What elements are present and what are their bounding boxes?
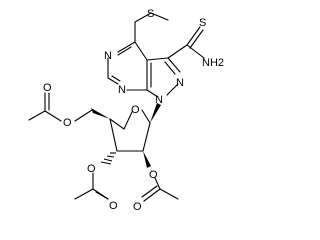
atom-o-3prime: O	[87, 163, 96, 175]
atom-o-5prime: O	[63, 117, 72, 129]
atom-n-pyrimidine-bottom: N	[118, 84, 126, 96]
acetate-2prime-bonds	[141, 177, 179, 202]
acetate-5prime-bonds	[28, 92, 93, 122]
atom-s-methylthio: S	[147, 8, 154, 20]
atom-n-pyrazole-n1: N	[155, 94, 163, 106]
atom-n-pyrazole: N	[176, 77, 184, 89]
stereo-wedge-bonds	[91, 103, 161, 168]
atom-o-5prime-carbonyl: O	[43, 82, 52, 94]
chemical-structure-diagram: S N N N N S NH2 O O O O O O O	[28, 8, 224, 213]
atom-s-thioamide: S	[199, 17, 206, 29]
atom-o-2prime: O	[149, 169, 158, 181]
atom-o-2prime-carbonyl: O	[133, 201, 142, 213]
acetate-3prime-bonds	[74, 152, 116, 200]
atom-nh2: NH2	[202, 57, 224, 69]
atom-n-pyrimidine-top: N	[104, 50, 112, 62]
atom-labels: S N N N N S NH2 O O O O O O O	[43, 8, 224, 213]
atom-o-ribose-ring: O	[131, 104, 140, 116]
bond-lines	[107, 12, 205, 152]
atom-o-3prime-carbonyl: O	[109, 200, 118, 212]
